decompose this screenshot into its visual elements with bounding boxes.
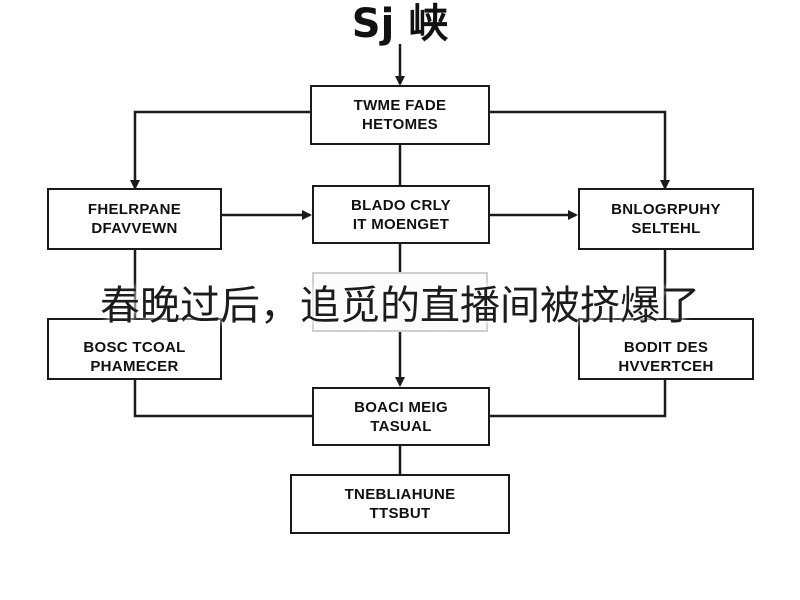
node-top: TWME FADE HETOMES [310, 85, 490, 145]
node-bottom: TNEBLIAHUNE TTSBUT [290, 474, 510, 534]
diagram-title: Sj 峡 [351, 1, 449, 47]
node-center: BLADO CRLY IT MOENGET [312, 185, 490, 244]
node-right-mid-line-1: BODIT DES [623, 339, 709, 356]
node-top-line-2: HETOMES [361, 116, 438, 133]
node-left-mid-line-2: PHAMECER [90, 358, 179, 375]
node-center-line-2: IT MOENGET [352, 215, 450, 233]
node-lower: BOACI MEIG TASUAL [312, 387, 490, 446]
arrow-top-to-right [490, 110, 670, 190]
headline-overlay: 春晚过后，追觅的直播间被挤爆了 [100, 283, 700, 329]
node-center-line-1: BLADO CRLY [351, 196, 451, 214]
node-left-top-line-1: FHELRPANE [87, 201, 182, 218]
node-bottom-line-2: TTSBUT [369, 505, 431, 522]
node-left-top: FHELRPANE DFAVVEWN [47, 188, 222, 250]
line-left-to-lower [133, 380, 312, 418]
node-right-top: BNLOGRPUHY SELTEHL [578, 188, 754, 250]
node-left-top-line-2: DFAVVEWN [91, 220, 178, 237]
arrow-top-to-left [130, 110, 310, 190]
node-left-mid-line-1: BOSC TCOAL [83, 339, 186, 356]
faded-box [312, 272, 488, 332]
node-bottom-line-1: TNEBLIAHUNE [344, 486, 456, 503]
node-left-mid: BOSC TCOAL PHAMECER [47, 318, 222, 380]
node-lower-line-2: TASUAL [370, 417, 432, 435]
node-right-top-line-2: SELTEHL [631, 220, 701, 237]
node-top-line-1: TWME FADE [353, 97, 447, 114]
node-lower-line-1: BOACI MEIG [354, 398, 448, 416]
node-right-top-line-1: BNLOGRPUHY [611, 201, 721, 218]
line-right-to-lower [490, 380, 667, 418]
node-right-mid: BODIT DES HVVERTCEH [578, 318, 754, 380]
node-right-mid-line-2: HVVERTCEH [618, 358, 714, 375]
